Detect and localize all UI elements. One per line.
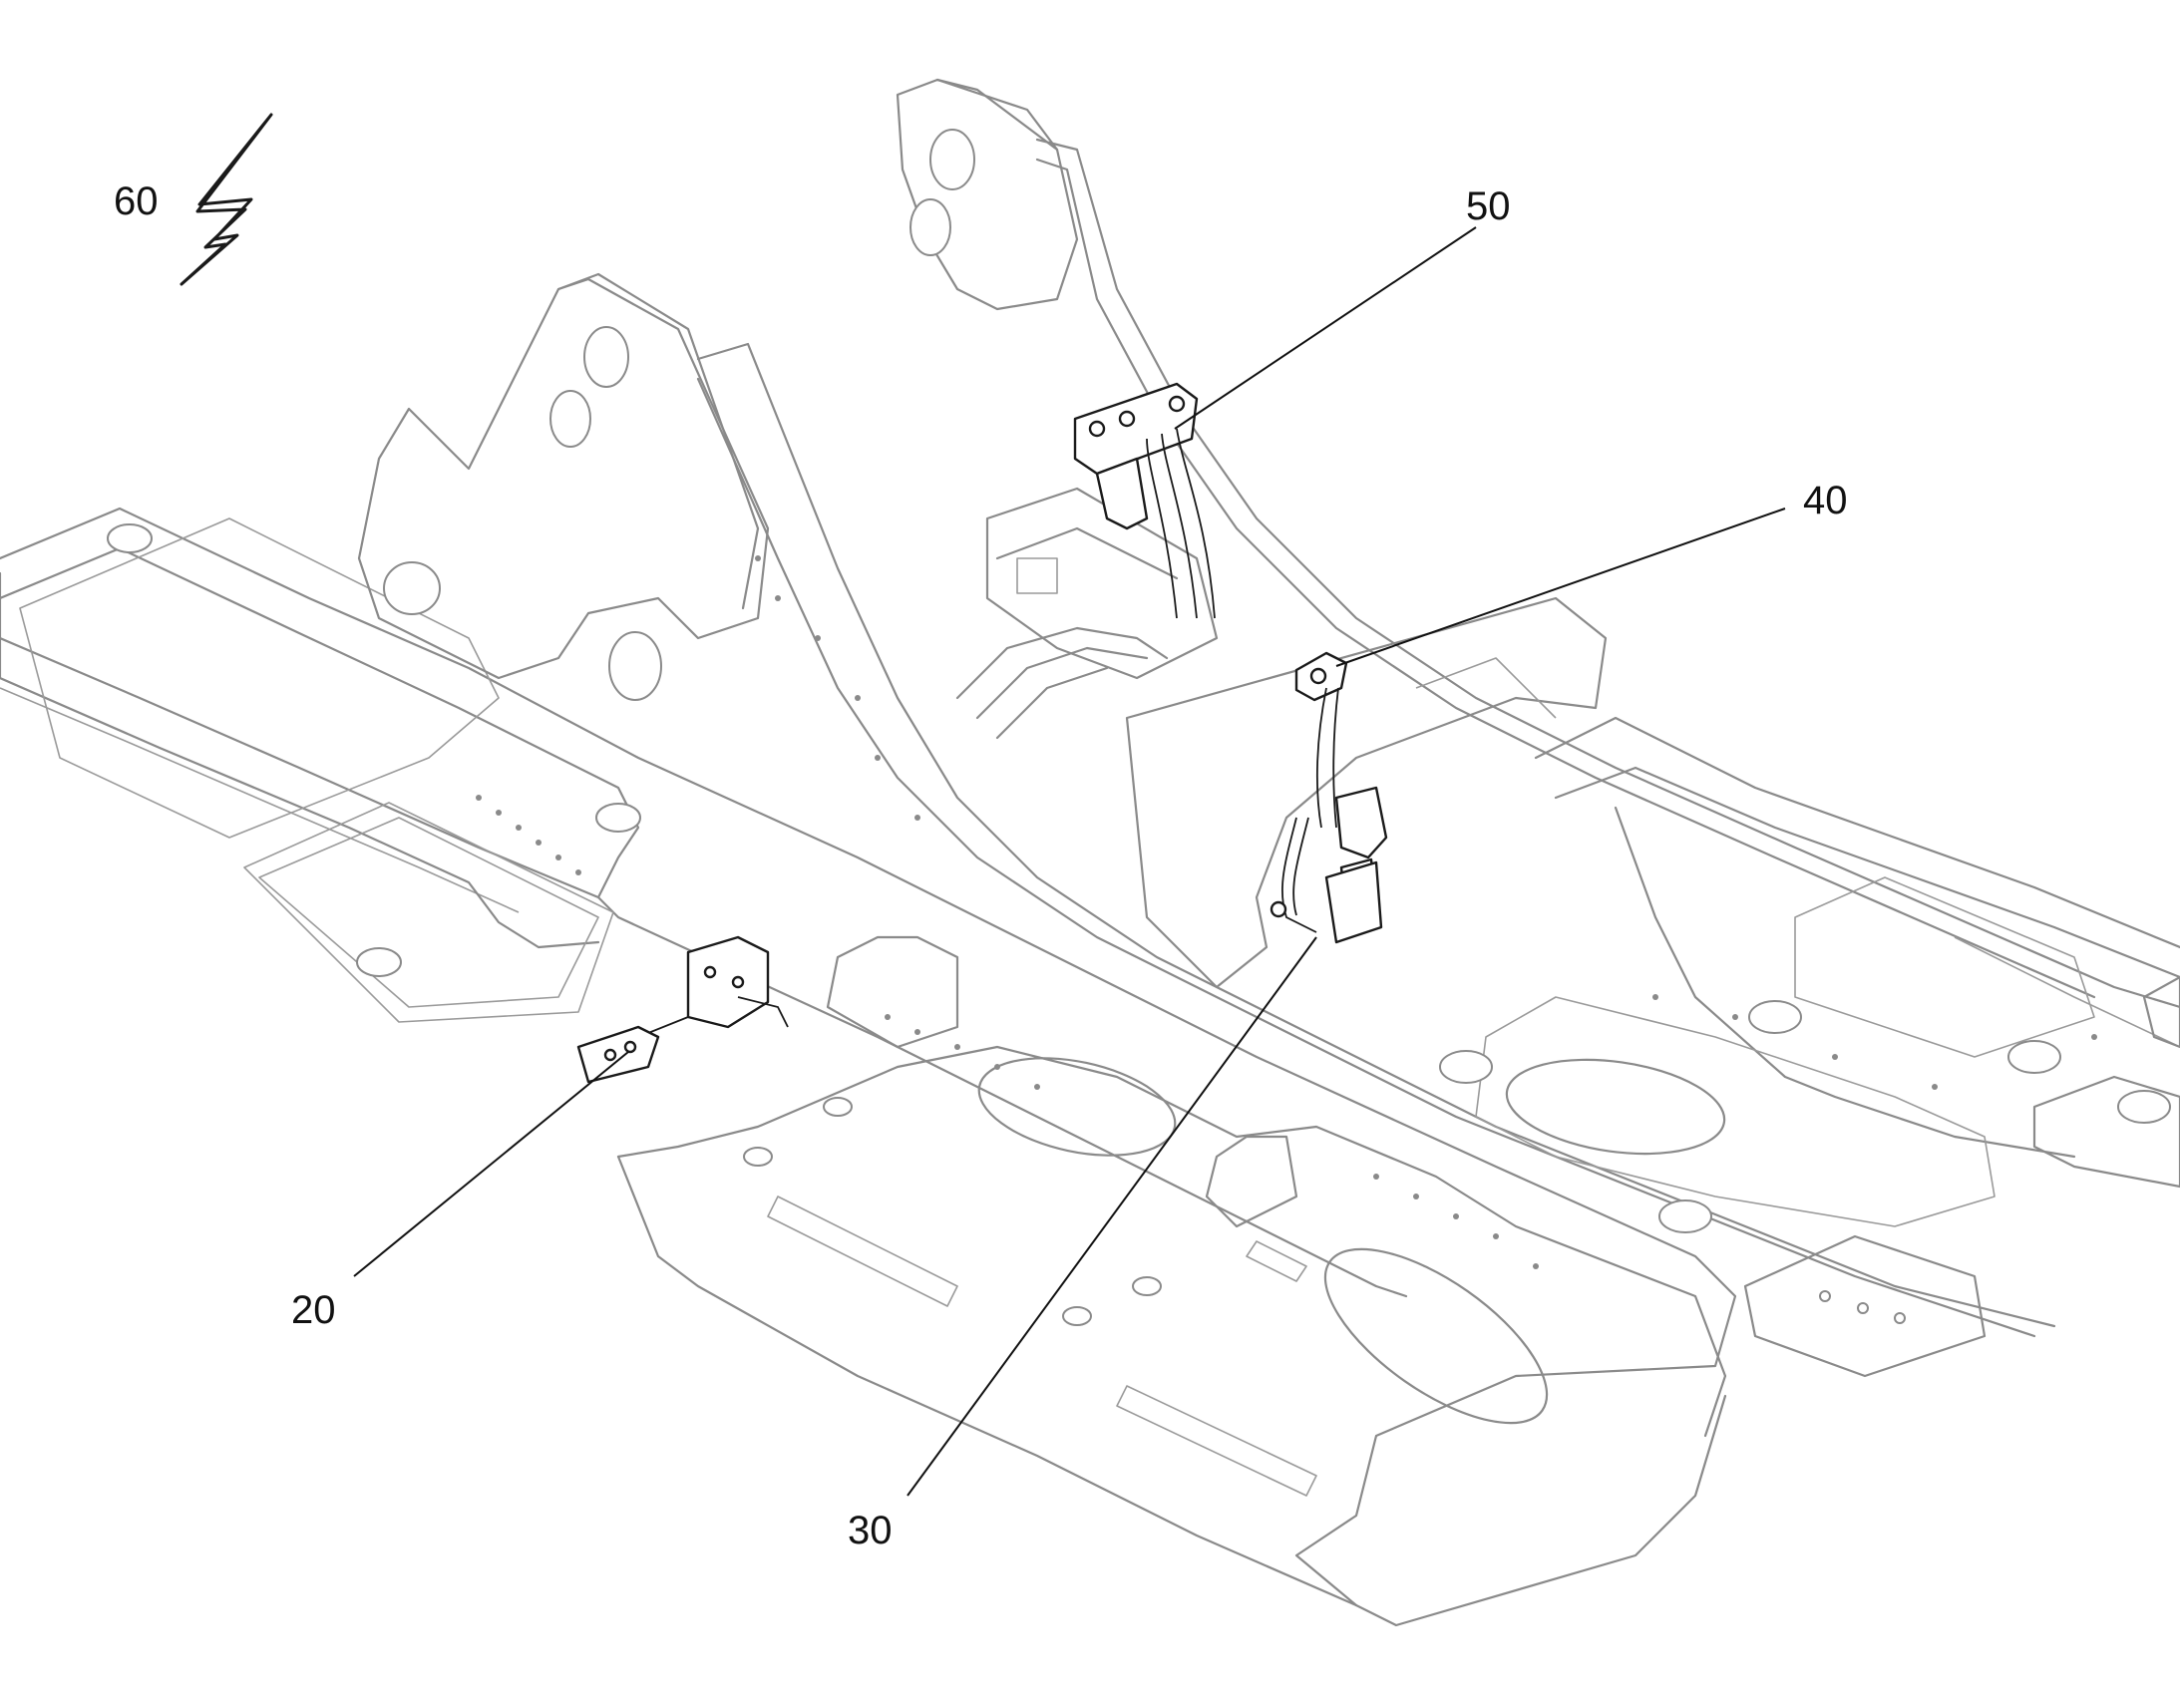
leader-30 (907, 936, 1317, 1497)
ref-40: 40 (1803, 479, 1848, 522)
chassis-frame (0, 78, 2180, 1627)
ref-20: 20 (291, 1288, 336, 1332)
lightning-bolt-symbol (180, 113, 273, 286)
leader-50 (1174, 226, 1477, 430)
lower-valve-assembly (1270, 786, 1388, 944)
ref-50: 50 (1466, 184, 1511, 228)
ref-60: 60 (114, 179, 159, 223)
leader-40 (1335, 508, 1786, 667)
hose-fitting (1294, 651, 1348, 829)
leader-lines (353, 226, 1786, 1497)
leader-20 (353, 1051, 629, 1277)
ref-30: 30 (848, 1509, 893, 1552)
left-valve-block (576, 935, 789, 1084)
upper-hose-clamp-assembly (1073, 382, 1216, 619)
